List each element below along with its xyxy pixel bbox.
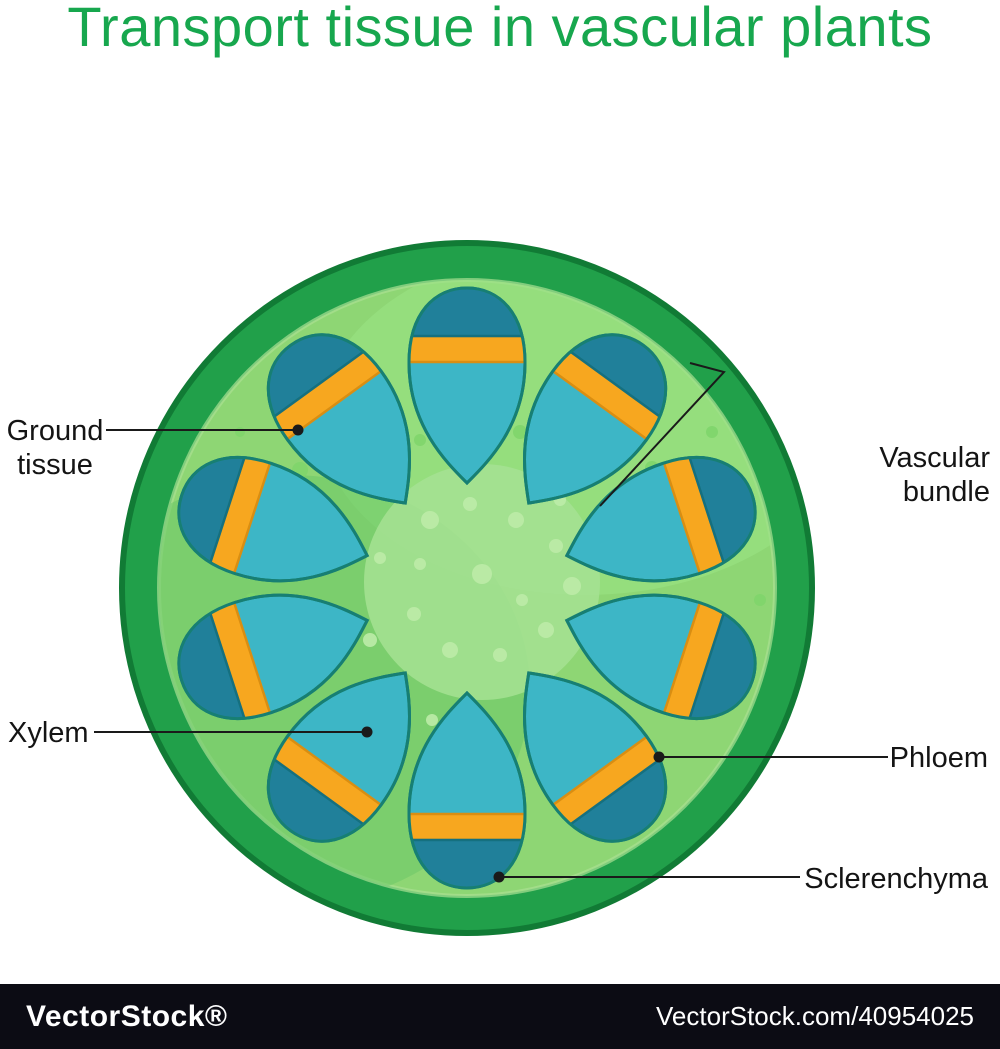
vascular-bundle-bracket [599,362,726,507]
pointer-dot-ground-tissue [292,424,304,436]
diagram-title: Transport tissue in vascular plants [67,0,933,58]
pointer-dot-phloem [653,751,665,763]
label-ground-tissue-line2: tissue [17,449,93,481]
leader-lines [94,362,888,878]
label-vascular-bundle-line1: Vascular [879,442,990,474]
label-phloem: Phloem [890,742,988,774]
label-xylem: Xylem [8,717,89,749]
vectorstock-credit-text: VectorStock.com/40954025 [656,1001,974,1031]
watermark-bar: VectorStock® VectorStock.com/40954025 [0,984,1000,1049]
label-vascular-bundle-line2: bundle [903,476,990,508]
pointer-dot-sclerenchyma [493,871,505,883]
pointer-dot-xylem [361,726,373,738]
vectorstock-logo-text: VectorStock® [26,999,228,1033]
diagram-svg: Ground tissue Vascular bundle Xylem Phlo… [7,240,990,936]
stem-cross-section [119,240,815,936]
label-ground-tissue-line1: Ground [7,415,104,447]
label-sclerenchyma: Sclerenchyma [804,863,989,895]
pointer-dots [292,424,665,883]
